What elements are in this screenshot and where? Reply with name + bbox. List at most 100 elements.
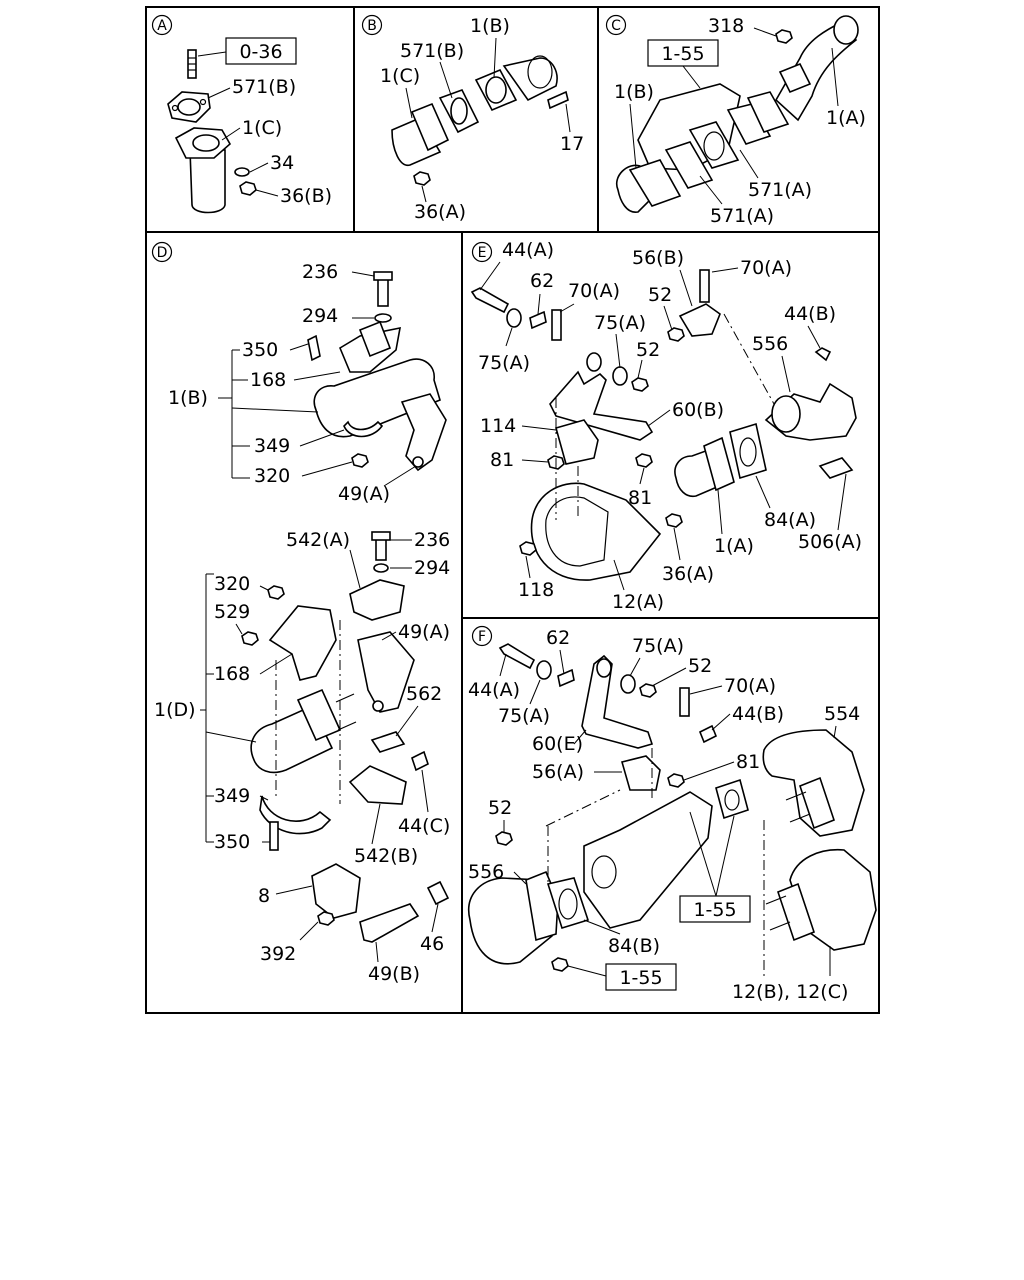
nut-320-part <box>351 453 369 468</box>
part-callout-label: 562 <box>406 683 442 705</box>
nut-529-part <box>241 631 259 646</box>
part-callout-label: 1-55 <box>619 967 662 989</box>
part-callout-label: 571(B) <box>232 76 296 98</box>
nut-52-part <box>667 327 685 342</box>
part-callout-label: 12(B), 12(C) <box>732 981 848 1003</box>
bolt-350-part <box>269 821 279 851</box>
part-callout-label: 392 <box>260 943 296 965</box>
bolt-17-part <box>547 90 569 110</box>
part-callout-label: 44(A) <box>468 679 520 701</box>
part-callout-label: 554 <box>824 703 860 725</box>
stay-60e-part <box>581 654 654 749</box>
part-callout-label: 62 <box>530 270 554 292</box>
section-letter: C <box>611 18 621 34</box>
part-callout-label: 17 <box>560 133 584 155</box>
part-callout-label: 1(A) <box>826 107 866 129</box>
spacer-75a-part <box>506 308 522 328</box>
elbow-1a-part <box>774 20 858 122</box>
part-callout-label: 75(A) <box>478 352 530 374</box>
part-callout-label: 36(B) <box>280 185 332 207</box>
washer-part <box>234 167 250 177</box>
part-callout-label: 118 <box>518 579 554 601</box>
part-callout-label: 44(B) <box>784 303 836 325</box>
part-callout-label: 52 <box>636 339 660 361</box>
section-marker-e: E <box>471 241 493 263</box>
part-callout-label: 49(B) <box>368 963 420 985</box>
part-callout-label: 571(B) <box>400 40 464 62</box>
section-letter: A <box>157 18 167 34</box>
section-c: C 318 1-55 1(B) 1(A) 571(A) 571(A) <box>605 14 866 227</box>
bracket-168-part <box>268 605 337 681</box>
nut-392-part <box>317 911 335 926</box>
nut-318-part <box>775 29 793 44</box>
bracket-56b-part <box>678 303 721 337</box>
gasket-84b-part <box>546 877 590 929</box>
pin-62-part <box>529 310 547 330</box>
part-callout-label: 542(B) <box>354 845 418 867</box>
part-callout-label: 168 <box>250 369 286 391</box>
part-callout-label: 236 <box>414 529 450 551</box>
part-callout-label: 52 <box>688 655 712 677</box>
part-callout-label: 350 <box>242 339 278 361</box>
part-callout-label: 320 <box>214 573 250 595</box>
nut-81-part <box>667 773 685 788</box>
studs-506a-part <box>818 457 854 479</box>
part-callout-label: 294 <box>302 305 338 327</box>
nut-81-part <box>635 453 653 468</box>
part-callout-label: 46 <box>420 933 444 955</box>
nut-118-part <box>519 541 537 556</box>
part-callout-label: 70(A) <box>740 257 792 279</box>
part-callout-label: 571(A) <box>710 205 774 227</box>
part-callout-label: 49(A) <box>398 621 450 643</box>
nut-part <box>551 957 569 972</box>
part-callout-label: 349 <box>214 785 250 807</box>
part-callout-label: 1(D) <box>154 699 196 721</box>
section-marker-c: C <box>605 14 627 36</box>
part-callout-label: 506(A) <box>798 531 862 553</box>
pipe-1c-part <box>189 149 226 214</box>
section-marker-f: F <box>471 625 493 647</box>
part-callout-label: 556 <box>468 861 504 883</box>
part-callout-label: 36(A) <box>414 201 466 223</box>
section-letter: B <box>367 18 377 34</box>
section-letter: E <box>478 245 487 261</box>
part-callout-label: 556 <box>752 333 788 355</box>
part-callout-label: 1-55 <box>661 43 704 65</box>
part-callout-label: 1(A) <box>714 535 754 557</box>
bolt-44c-part <box>411 750 429 772</box>
part-callout-label: 52 <box>648 284 672 306</box>
section-marker-b: B <box>361 14 383 36</box>
clamp-562-part <box>370 731 406 753</box>
gasket-84a-part <box>729 422 767 480</box>
part-callout-label: 1(B) <box>168 387 208 409</box>
gasket-part <box>715 778 749 820</box>
pipe-1b-part <box>313 358 441 438</box>
part-callout-label: 36(A) <box>662 563 714 585</box>
part-callout-label: 81 <box>628 487 652 509</box>
diagram-frame <box>145 6 880 1014</box>
part-callout-label: 0-36 <box>239 41 282 63</box>
part-callout-label: 529 <box>214 601 250 623</box>
nut-36a-part <box>413 171 431 186</box>
part-callout-label: 84(A) <box>764 509 816 531</box>
part-callout-label: 52 <box>488 797 512 819</box>
section-a: A 0-36 571(B) 1(C) 34 36(B) <box>151 14 332 214</box>
part-callout-label: 56(A) <box>532 761 584 783</box>
bracket-56a-part <box>621 755 661 791</box>
part-callout-label: 34 <box>270 152 294 174</box>
bolt-70a-part <box>679 687 690 717</box>
nut-52-part <box>639 683 657 698</box>
part-callout-label: 60(B) <box>672 399 724 421</box>
part-callout-label: 81 <box>736 751 760 773</box>
part-callout-label: 84(B) <box>608 935 660 957</box>
bolt-44b-part <box>814 347 832 362</box>
bolt-70a-part <box>699 269 710 303</box>
part-callout-label: 44(C) <box>398 815 450 837</box>
bracket-114-part <box>555 419 599 465</box>
part-callout-label: 62 <box>546 627 570 649</box>
bolt-44a-part <box>498 643 536 670</box>
part-callout-label: 8 <box>258 885 270 907</box>
section-letter: F <box>478 629 486 645</box>
part-callout-label: 350 <box>214 831 250 853</box>
